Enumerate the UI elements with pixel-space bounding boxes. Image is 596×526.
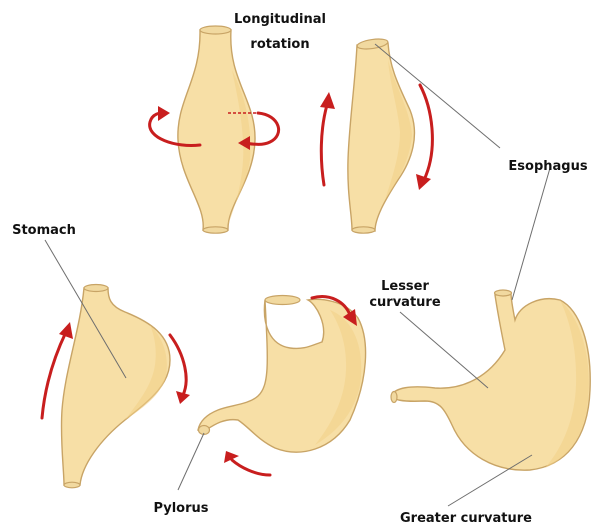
- stage-1-fusiform-stomach: [150, 26, 279, 233]
- longitudinal-rotation-label-line1: Longitudinal: [234, 12, 326, 27]
- esophagus-leader-stage5: [512, 168, 550, 300]
- stomach-label: Stomach: [12, 223, 76, 238]
- lesser-curvature-label-line2: curvature: [369, 295, 440, 310]
- greater-curvature-label: Greater curvature: [400, 511, 532, 526]
- stage-3-curved-stomach: [42, 285, 190, 488]
- rotation-arrow-right-stage3: [170, 335, 190, 404]
- rotation-arrow-left-stage2: [320, 92, 335, 185]
- rotation-arrow-bottom-stage4: [224, 451, 270, 475]
- rotation-arrow-right-stage2: [416, 85, 432, 190]
- pylorus-label: Pylorus: [153, 501, 208, 516]
- longitudinal-rotation-label-line2: rotation: [250, 37, 309, 52]
- pylorus-leader: [178, 433, 204, 490]
- stage-5-mature-stomach: [391, 290, 590, 470]
- esophagus-label: Esophagus: [508, 159, 587, 174]
- stage-2-rotating-stomach: [320, 37, 432, 233]
- lesser-curvature-leader: [400, 312, 488, 388]
- lesser-curvature-label-line1: Lesser: [381, 279, 429, 294]
- stage-4-j-shaped-stomach: [198, 296, 366, 476]
